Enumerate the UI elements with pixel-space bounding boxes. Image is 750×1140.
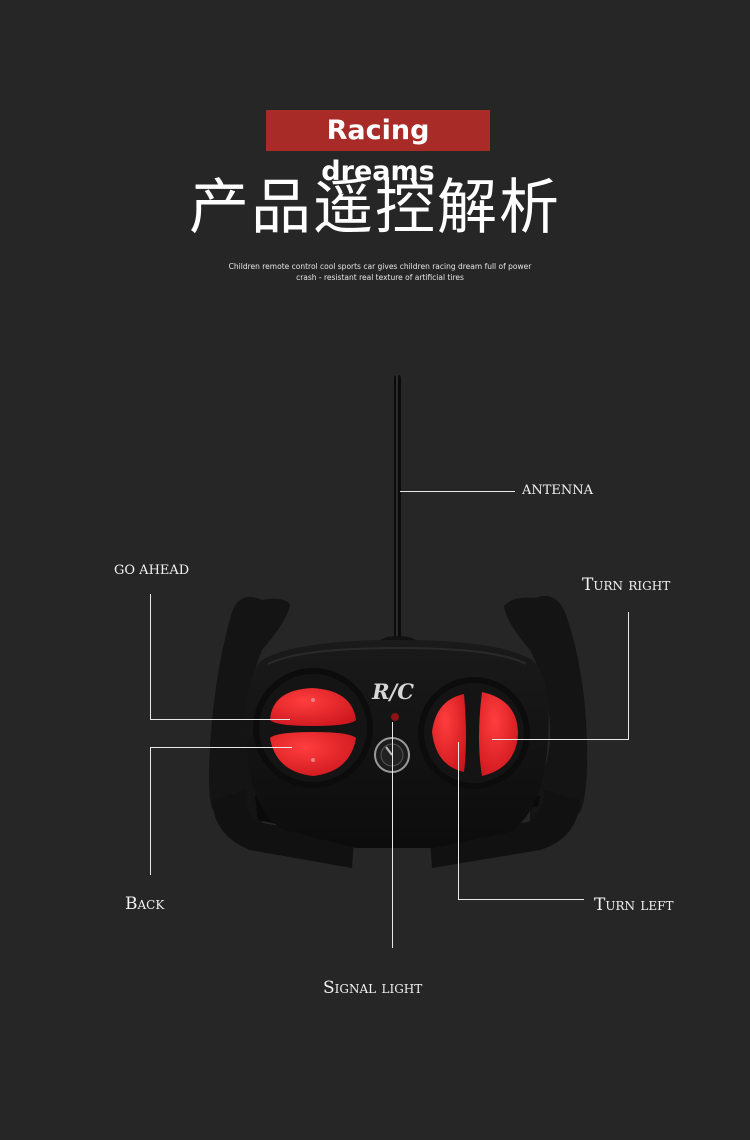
go-ahead-leader-v: [150, 594, 151, 720]
forward-button[interactable]: [270, 688, 356, 726]
label-antenna: ANTENNA: [522, 483, 594, 498]
turn-right-button[interactable]: [479, 692, 518, 776]
subtitle-line-2: crash - resistant real texture of artifi…: [296, 273, 464, 282]
back-leader-v: [150, 747, 151, 875]
turn-left-button[interactable]: [432, 694, 466, 772]
label-turn-right: Turn right: [582, 575, 671, 595]
back-leader-h: [150, 747, 292, 748]
right-grip: [504, 595, 588, 834]
go-ahead-leader-h: [150, 719, 290, 720]
badge-racing-dreams: Racing dreams: [266, 110, 490, 187]
label-signal-light: Signal light: [323, 978, 423, 998]
turn-right-leader-h: [492, 739, 629, 740]
label-go-ahead: GO AHEAD: [114, 563, 190, 578]
turn-right-leader-v: [628, 612, 629, 740]
back-button[interactable]: [270, 732, 356, 776]
turn-left-leader-h: [458, 899, 584, 900]
subtitle-line-1: Children remote control cool sports car …: [228, 262, 532, 271]
left-grip: [209, 596, 290, 832]
signal-light-leader: [392, 722, 393, 948]
label-turn-left: Turn left: [594, 895, 674, 915]
page-title: 产品遥控解析: [189, 173, 561, 243]
antenna-leader: [400, 491, 515, 492]
rc-logo: R/C: [371, 679, 414, 704]
signal-light: [391, 713, 399, 721]
turn-left-leader-v: [458, 742, 459, 900]
label-back: Back: [125, 894, 165, 914]
